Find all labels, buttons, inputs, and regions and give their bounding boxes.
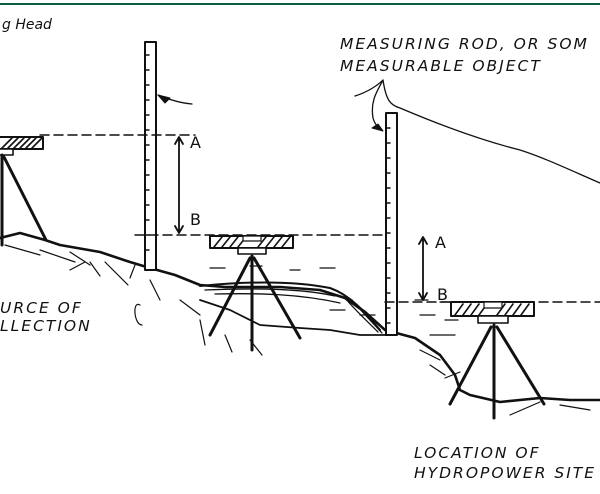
water-dashes — [209, 265, 459, 336]
tripod-right — [448, 323, 546, 420]
site-label-line2: HYDROPOWER SITE — [414, 464, 597, 482]
tripod-left — [0, 153, 48, 247]
rod-label-line2: MEASURABLE OBJECT — [340, 57, 542, 75]
measuring-rod-left — [144, 41, 157, 271]
dimension-arrow-left — [174, 136, 184, 234]
header-rule — [0, 3, 600, 5]
source-label-line2: LLECTION — [0, 317, 92, 335]
lower-bank — [199, 299, 396, 336]
source-label-line1: URCE OF — [0, 299, 83, 317]
water-lines — [204, 288, 383, 334]
marker-a-left: A — [190, 133, 201, 152]
terrain-texture — [4, 244, 591, 416]
tripod-middle — [208, 254, 302, 352]
marker-b-right: B — [437, 285, 448, 304]
marker-b-left: B — [190, 210, 201, 229]
measuring-rod-right — [385, 112, 398, 336]
marker-a-right: A — [435, 233, 446, 252]
rod-label-line1: MEASURING ROD, OR SOM — [340, 35, 589, 53]
dimension-arrow-right — [418, 236, 428, 301]
site-label-line1: LOCATION OF — [414, 444, 541, 462]
figure-caption: g Head — [2, 17, 52, 33]
water-surface — [199, 281, 381, 331]
